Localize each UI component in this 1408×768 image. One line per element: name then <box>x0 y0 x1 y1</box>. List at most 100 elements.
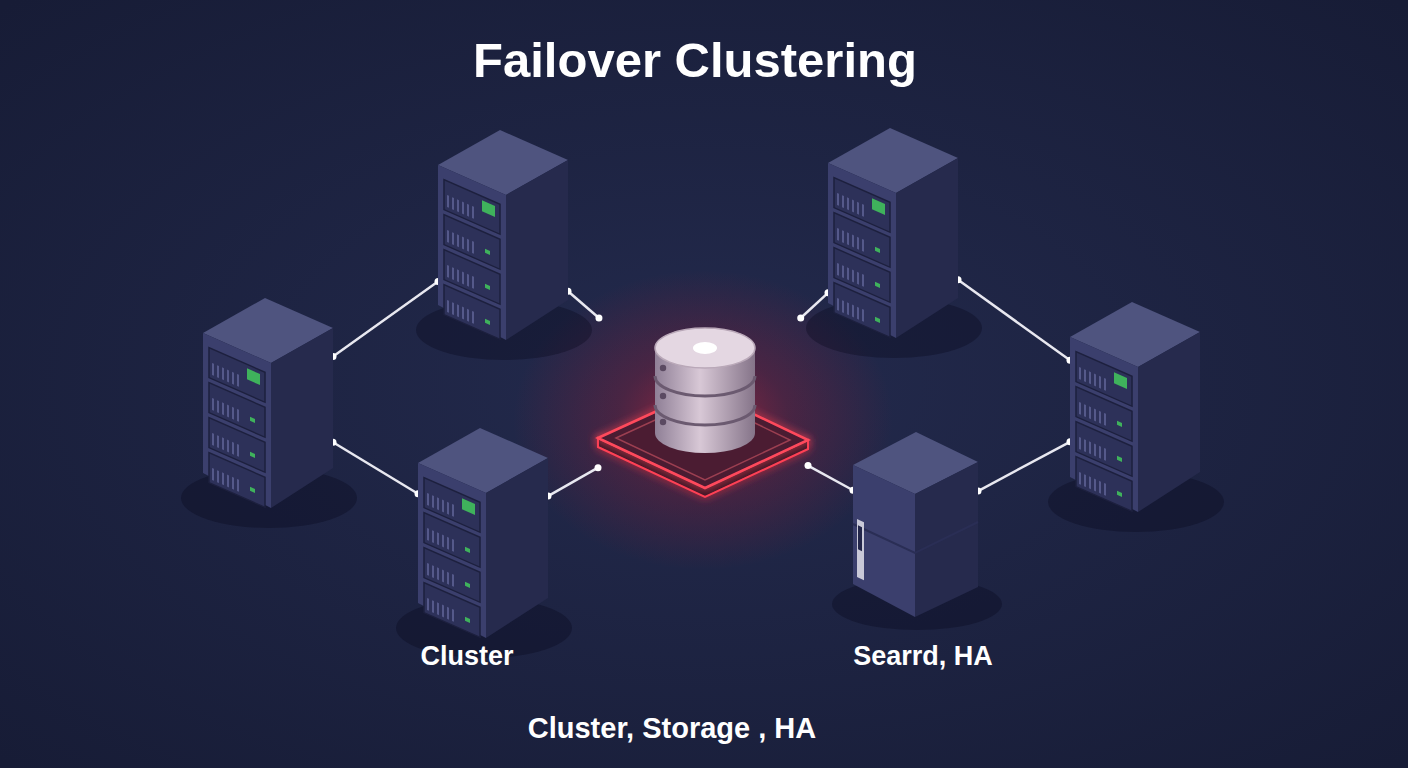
vent-slat <box>467 239 469 251</box>
vent-slat <box>227 440 229 452</box>
vent-slat <box>1094 444 1096 456</box>
connector-group <box>805 462 857 494</box>
vent-slat <box>472 241 474 253</box>
vent-slat <box>467 204 469 216</box>
vent-slat <box>447 195 449 207</box>
vent-slat <box>462 272 464 284</box>
vent-slat <box>457 235 459 247</box>
vent-slat <box>437 533 439 545</box>
vent-slat <box>447 265 449 277</box>
vent-slat <box>227 370 229 382</box>
vent-slat <box>1079 367 1081 379</box>
vent-slat <box>442 535 444 547</box>
vent-slat <box>847 303 849 315</box>
storage-node: Searrd, HA <box>853 432 978 617</box>
server-panels <box>424 478 480 638</box>
cylinder-dot <box>660 365 666 371</box>
vent-slat <box>462 237 464 249</box>
vent-slat <box>1099 481 1101 493</box>
vent-slat <box>467 274 469 286</box>
vent-slat <box>1099 411 1101 423</box>
cylinder-cap <box>693 342 717 354</box>
connector-line <box>978 442 1070 491</box>
status-led <box>872 198 885 215</box>
cylinder-dot <box>660 393 666 399</box>
server-node: Cluster <box>418 428 548 638</box>
label-layer: Cluster, Storage , HA <box>0 710 1344 746</box>
vent-slat <box>1099 376 1101 388</box>
vent-slat <box>862 309 864 321</box>
server-front <box>828 163 896 338</box>
unit-details <box>857 519 864 580</box>
status-led <box>465 582 470 588</box>
vent-slat <box>462 202 464 214</box>
vent-slat <box>862 239 864 251</box>
server-node <box>438 130 568 340</box>
vent-slat <box>432 566 434 578</box>
vent-slat <box>1094 409 1096 421</box>
status-led <box>875 282 880 288</box>
status-led <box>875 317 880 323</box>
vent-slat <box>857 272 859 284</box>
vent-slat <box>852 270 854 282</box>
vent-slat <box>842 196 844 208</box>
vent-slat <box>232 407 234 419</box>
vent-slat <box>1094 374 1096 386</box>
server-front <box>418 463 486 638</box>
vent-slat <box>1089 477 1091 489</box>
cylinder-top <box>655 328 755 368</box>
vent-slat <box>1104 483 1106 495</box>
vent-slat <box>217 401 219 413</box>
vent-slat <box>852 200 854 212</box>
vent-slat <box>457 200 459 212</box>
node-label: Cluster <box>347 640 587 672</box>
vent-slat <box>432 601 434 613</box>
vent-slat <box>467 309 469 321</box>
server-symbol <box>1070 302 1200 542</box>
status-led <box>462 498 475 515</box>
vent-slat <box>217 366 219 378</box>
vent-slat <box>1079 472 1081 484</box>
vent-slat <box>427 598 429 610</box>
vent-slat <box>1089 407 1091 419</box>
vent-slat <box>452 303 454 315</box>
vent-slat <box>447 230 449 242</box>
server-panels <box>444 180 500 340</box>
vent-slat <box>222 368 224 380</box>
server-symbol <box>418 428 548 668</box>
vent-slat <box>1084 475 1086 487</box>
diagram-title: Failover Clustering <box>0 30 1390 90</box>
vent-slat <box>1104 378 1106 390</box>
status-led <box>250 452 255 458</box>
cylinder-band <box>655 376 755 396</box>
server-symbol <box>203 298 333 538</box>
status-led <box>1117 421 1122 427</box>
vent-slat <box>842 266 844 278</box>
vent-slat <box>437 498 439 510</box>
vent-slat <box>837 193 839 205</box>
connector-line <box>808 466 853 491</box>
storage-unit-symbol <box>853 432 978 632</box>
vent-slat <box>457 270 459 282</box>
vent-slat <box>452 574 454 586</box>
cylinder-dot <box>660 419 666 425</box>
server-panels <box>834 178 890 338</box>
status-led <box>875 247 880 253</box>
database-symbol <box>598 318 808 503</box>
vent-slat <box>472 276 474 288</box>
server-side <box>486 458 548 638</box>
connector-end-dot <box>595 315 602 322</box>
vent-slat <box>472 311 474 323</box>
unit-front <box>853 465 915 617</box>
status-led <box>485 284 490 290</box>
status-led <box>485 319 490 325</box>
server-node <box>828 128 958 338</box>
vent-slat <box>1079 437 1081 449</box>
server-front <box>1070 337 1138 512</box>
vent-slat <box>847 198 849 210</box>
database-node <box>598 318 808 498</box>
connector-group <box>975 438 1074 494</box>
server-side <box>271 328 333 508</box>
vent-slat <box>842 301 844 313</box>
